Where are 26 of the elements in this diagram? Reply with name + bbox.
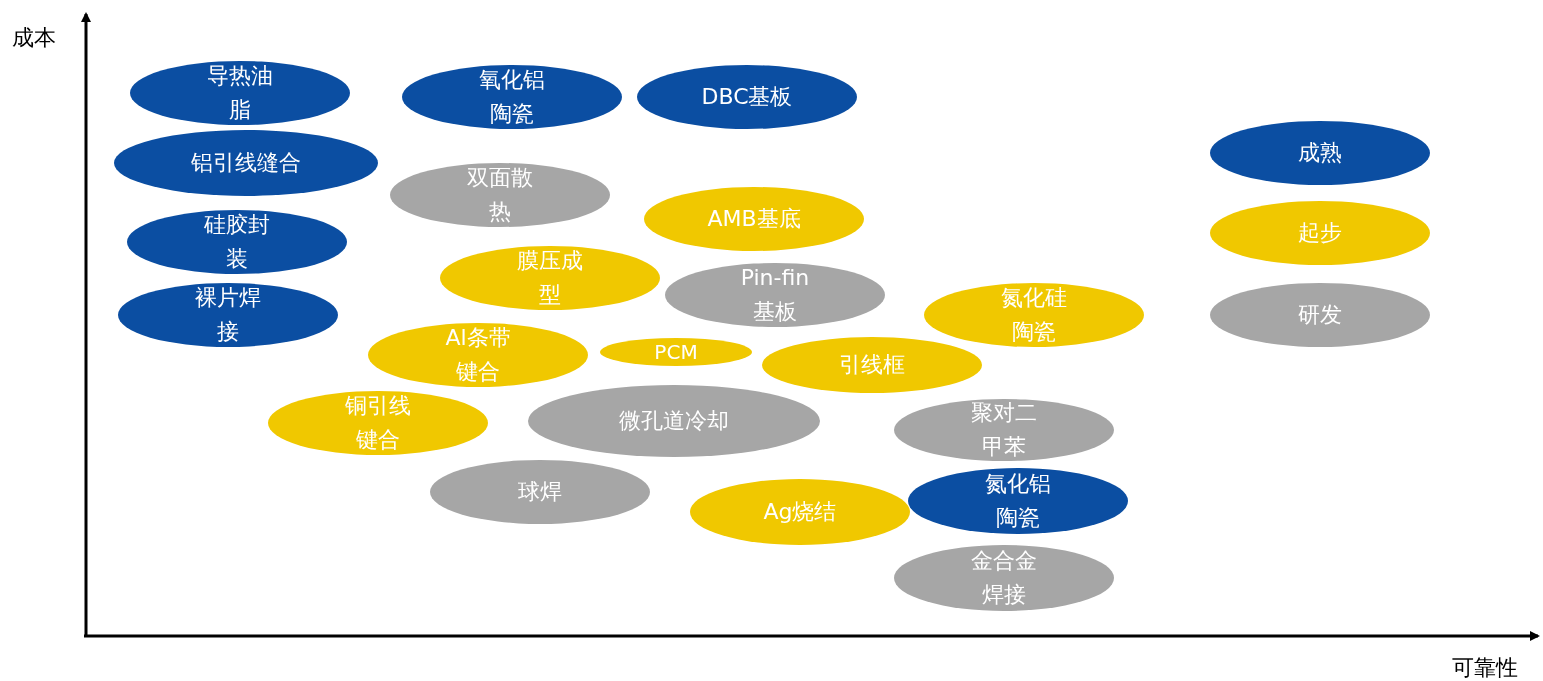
ellipse-node: 铜引线键合 xyxy=(268,391,488,455)
legend-swatch: 成熟 xyxy=(1210,121,1430,185)
ellipse-node: PCM xyxy=(600,338,752,366)
ellipse-node: 氮化铝陶瓷 xyxy=(908,468,1128,534)
ellipse-node: 硅胶封装 xyxy=(127,210,347,274)
ellipse-node: 裸片焊接 xyxy=(118,283,338,347)
ellipse-node: 聚对二甲苯 xyxy=(894,399,1114,461)
ellipse-node: 导热油脂 xyxy=(130,61,350,125)
ellipse-node: 氧化铝陶瓷 xyxy=(402,65,622,129)
ellipse-node: AMB基底 xyxy=(644,187,864,251)
ellipse-node: 球焊 xyxy=(430,460,650,524)
ellipse-node: 金合金焊接 xyxy=(894,545,1114,611)
ellipse-node: Pin-fin基板 xyxy=(665,263,885,327)
x-axis-label: 可靠性 xyxy=(1452,654,1518,681)
legend-swatch: 起步 xyxy=(1210,201,1430,265)
ellipse-node: DBC基板 xyxy=(637,65,857,129)
y-axis-label: 成本 xyxy=(12,24,56,52)
ellipse-node: Al条带键合 xyxy=(368,323,588,387)
legend-swatch: 研发 xyxy=(1210,283,1430,347)
ellipse-node: 氮化硅陶瓷 xyxy=(924,283,1144,347)
ellipse-node: 引线框 xyxy=(762,337,982,393)
ellipse-node: 双面散热 xyxy=(390,163,610,227)
ellipse-node: 微孔道冷却 xyxy=(528,385,820,457)
ellipse-node: 铝引线缝合 xyxy=(114,130,378,196)
ellipse-node: 膜压成型 xyxy=(440,246,660,310)
ellipse-node: Ag烧结 xyxy=(690,479,910,545)
